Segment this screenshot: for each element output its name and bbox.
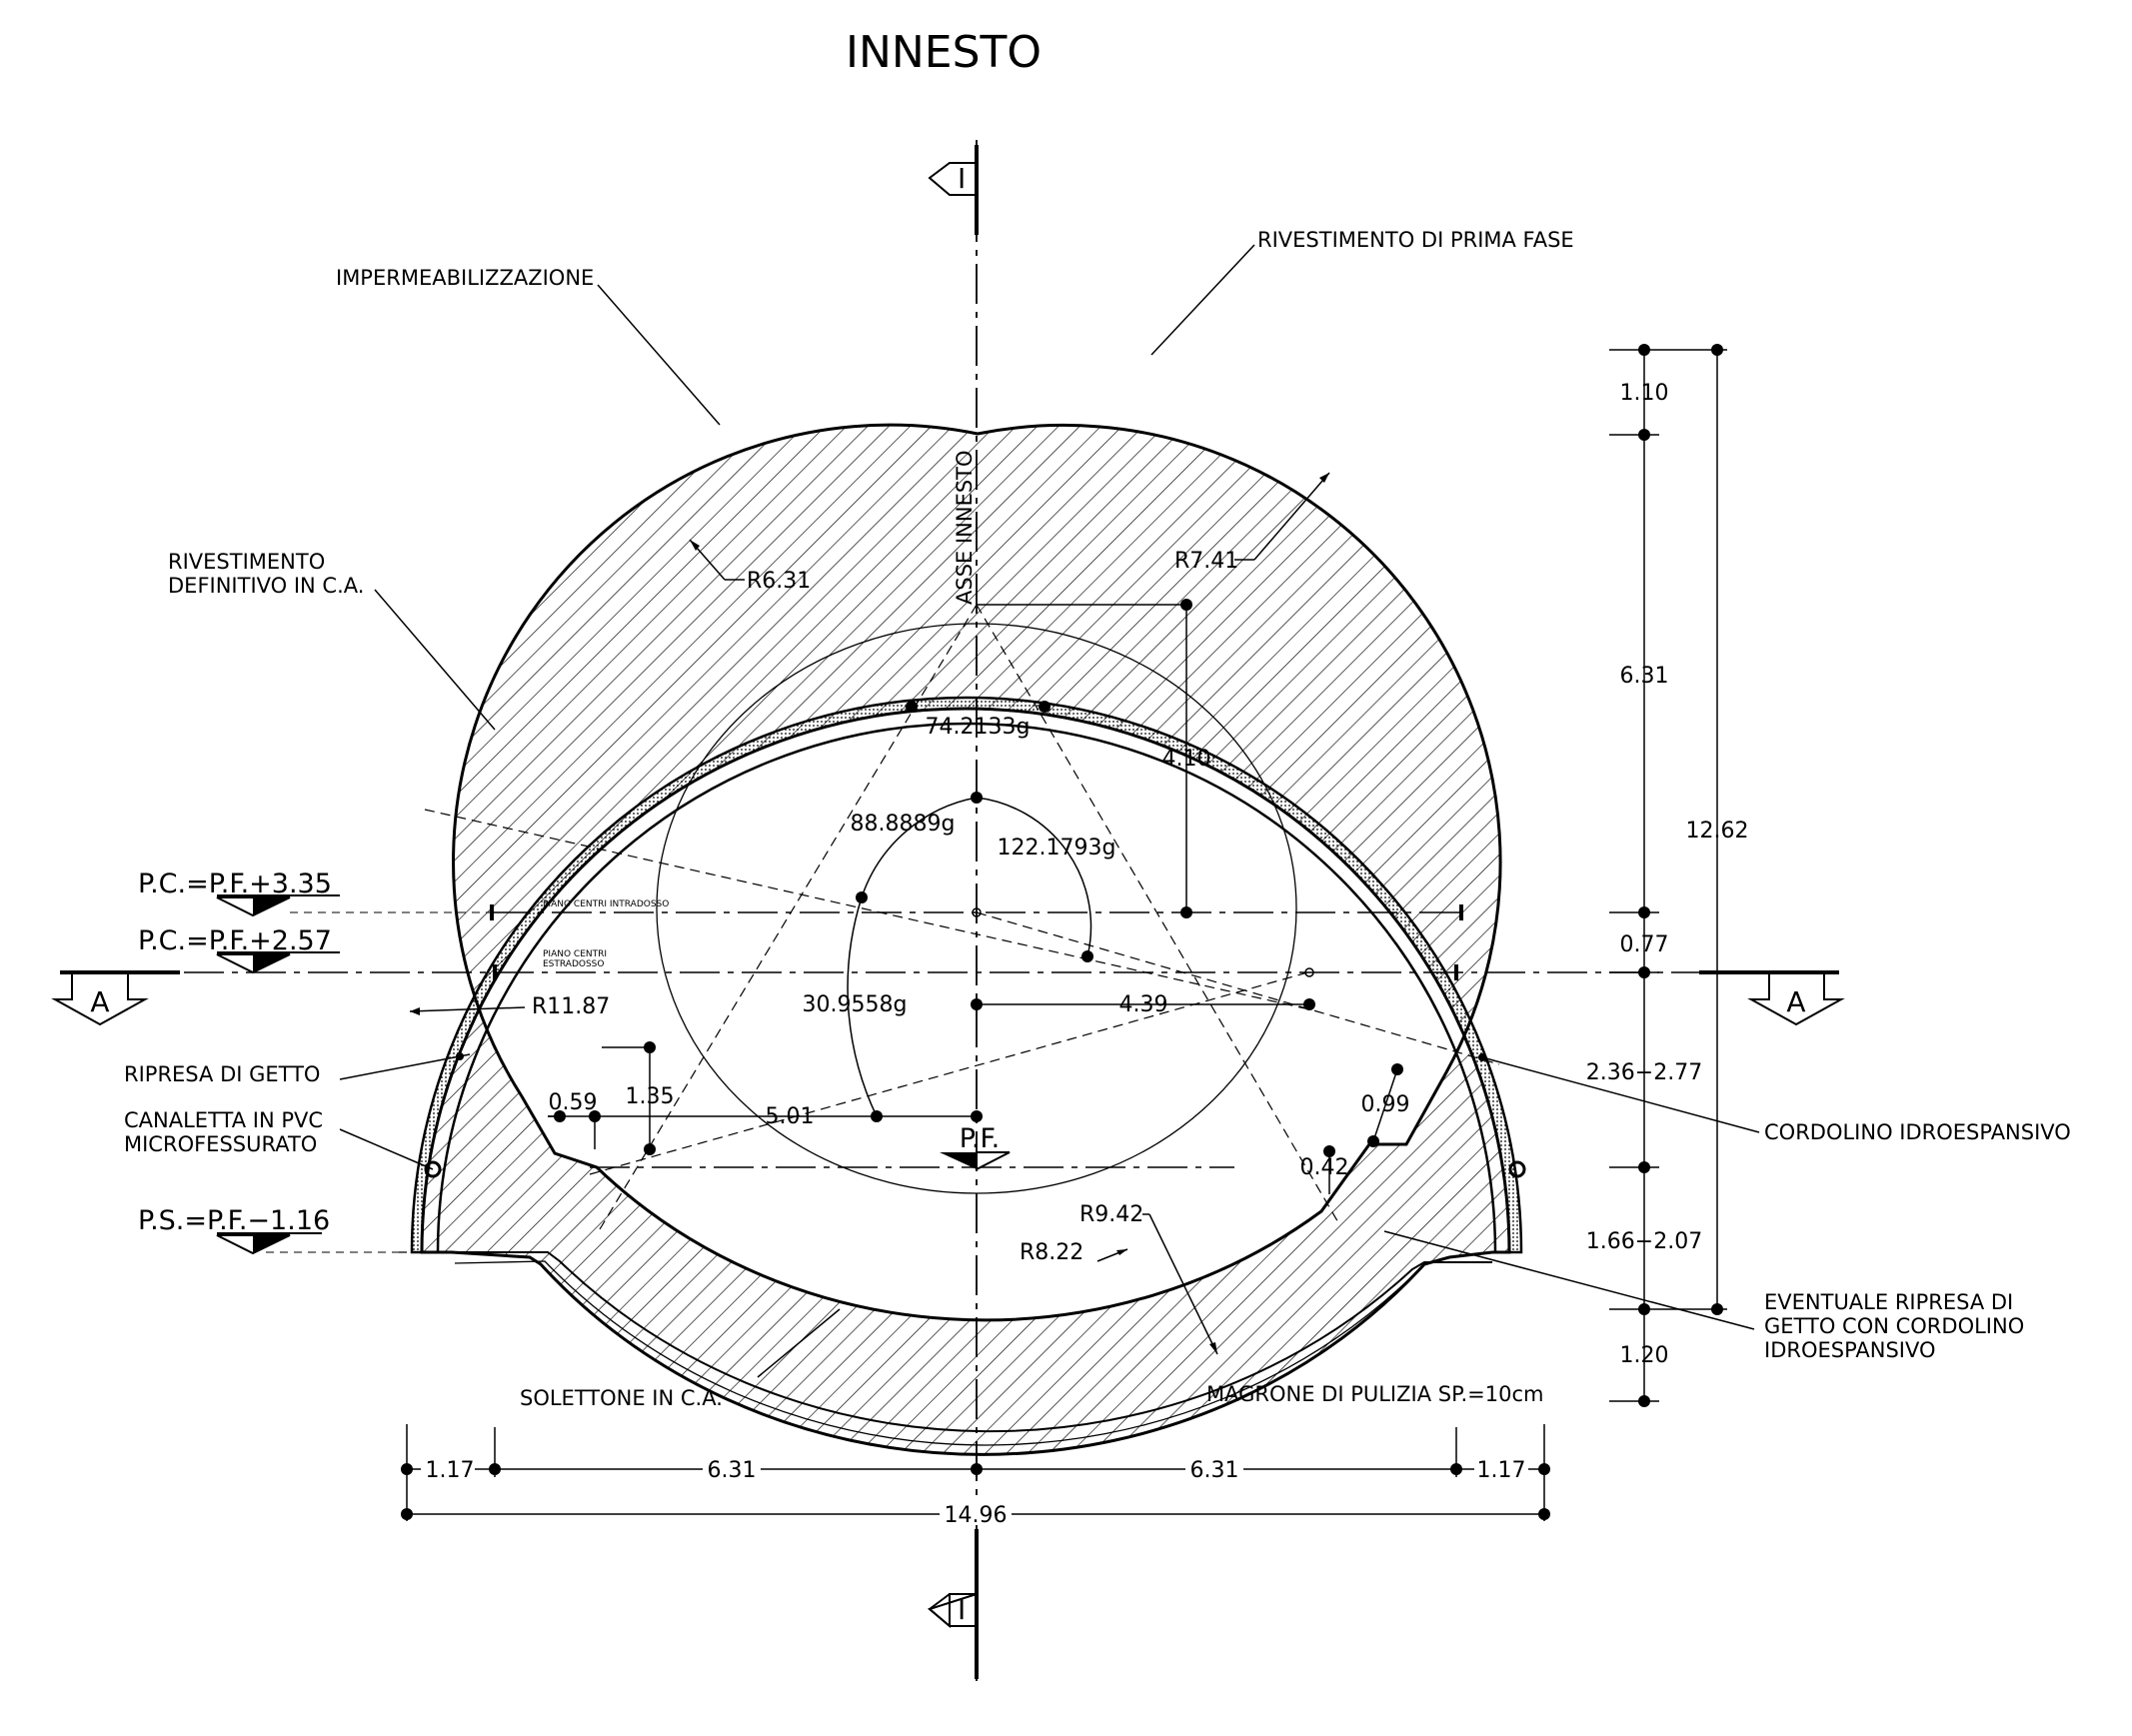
asse-innesto-label: ASSE INNESTO xyxy=(953,450,977,605)
label-piano-centri-intradosso: PIANO CENTRI INTRADOSSO xyxy=(543,899,669,909)
dim-1-35: 1.35 xyxy=(626,1084,675,1109)
label-cordolino: CORDOLINO IDROESPANSIVO xyxy=(1764,1120,2071,1144)
title: INNESTO xyxy=(846,27,1042,78)
marker-a-right: A xyxy=(1786,985,1805,1018)
section-marker-left: A xyxy=(51,974,149,1026)
dim-v-2-36: 2.36−2.77 xyxy=(1586,1060,1702,1085)
label-canaletta-1: CANALETTA IN PVC xyxy=(124,1108,323,1132)
radius-6-31: R6.31 xyxy=(747,569,811,594)
label-rivestimento-prima-fase: RIVESTIMENTO DI PRIMA FASE xyxy=(1257,228,1574,252)
pf-label: P.F. xyxy=(960,1123,1000,1154)
dim-h-1-17a: 1.17 xyxy=(426,1458,475,1483)
radius-8-22: R8.22 xyxy=(1020,1240,1083,1265)
label-eventuale-2: GETTO CON CORDOLINO xyxy=(1764,1314,2024,1338)
dim-v-6-31: 6.31 xyxy=(1620,664,1669,689)
dim-5-01: 5.01 xyxy=(766,1104,815,1129)
dim-v-1-10: 1.10 xyxy=(1620,381,1669,406)
level-pc1: P.C.=P.F.+3.35 xyxy=(138,868,332,899)
marker-a-left: A xyxy=(90,985,109,1018)
angle-88: 88.8889g xyxy=(851,812,956,837)
dim-0-59: 0.59 xyxy=(549,1090,598,1115)
level-ps: P.S.=P.F.−1.16 xyxy=(138,1205,330,1236)
radius-7-41: R7.41 xyxy=(1174,549,1238,574)
angle-122: 122.1793g xyxy=(998,836,1116,861)
level-annotations: P.C.=P.F.+3.35 P.C.=P.F.+2.57 P.S.=P.F.−… xyxy=(138,868,490,1255)
dim-4-39: 4.39 xyxy=(1119,992,1168,1017)
pf-marker: P.F. xyxy=(940,1123,1011,1171)
label-piano-centri-estradosso-2: ESTRADOSSO xyxy=(543,959,604,969)
piano-ticks xyxy=(490,904,1463,980)
section-marker-top: I xyxy=(928,145,979,235)
dim-4-10: 4.10 xyxy=(1162,747,1211,772)
section-marker-bottom: I xyxy=(927,1529,979,1679)
solettone-magrone xyxy=(452,1251,1492,1446)
marker-i-bottom: I xyxy=(958,1593,966,1626)
dim-h-1-17b: 1.17 xyxy=(1477,1458,1526,1483)
dim-v-12-62: 12.62 xyxy=(1686,819,1749,844)
dim-0-99: 0.99 xyxy=(1361,1092,1410,1117)
level-pc2: P.C.=P.F.+2.57 xyxy=(138,925,332,956)
label-rivestimento-definitivo-2: DEFINITIVO IN C.A. xyxy=(168,574,364,598)
dim-0-42: 0.42 xyxy=(1300,1155,1349,1180)
vertical-dimensions: 1.10 6.31 0.77 2.36−2.77 1.66−2.07 1.20 … xyxy=(1586,344,1749,1407)
radius-9-42: R9.42 xyxy=(1079,1202,1143,1227)
dim-h-6-31a: 6.31 xyxy=(708,1458,757,1483)
radius-11-87: R11.87 xyxy=(532,994,610,1019)
dim-v-1-66: 1.66−2.07 xyxy=(1586,1229,1702,1254)
dim-h-6-31b: 6.31 xyxy=(1190,1458,1239,1483)
rivestimento-definitivo xyxy=(420,423,1511,1456)
label-ripresa-di-getto: RIPRESA DI GETTO xyxy=(124,1062,320,1086)
label-rivestimento-definitivo-1: RIVESTIMENTO xyxy=(168,550,325,574)
marker-i-top: I xyxy=(958,162,966,195)
label-solettone: SOLETTONE IN C.A. xyxy=(520,1386,723,1410)
label-canaletta-2: MICROFESSURATO xyxy=(124,1132,317,1156)
label-eventuale-1: EVENTUALE RIPRESA DI xyxy=(1764,1290,2013,1314)
label-magrone: MAGRONE DI PULIZIA SP.=10cm xyxy=(1206,1382,1543,1406)
angle-30: 30.9558g xyxy=(803,992,908,1017)
horizontal-dimensions: 1.17 6.31 6.31 1.17 14.96 xyxy=(401,1424,1550,1528)
axes xyxy=(60,140,1839,1689)
label-piano-centri-estradosso-1: PIANO CENTRI xyxy=(543,949,607,959)
section-marker-right: A xyxy=(1747,974,1845,1026)
dim-v-0-77: 0.77 xyxy=(1620,932,1669,957)
construction-geometry xyxy=(260,604,1500,1253)
callouts: RIVESTIMENTO DI PRIMA FASE IMPERMEABILIZ… xyxy=(124,228,2071,1410)
label-eventuale-3: IDROESPANSIVO xyxy=(1764,1338,1936,1362)
label-impermeabilizzazione: IMPERMEABILIZZAZIONE xyxy=(336,266,594,290)
angle-74: 74.2133g xyxy=(926,715,1031,740)
dim-v-1-20: 1.20 xyxy=(1620,1343,1669,1368)
radius-labels: R6.31 R7.41 R11.87 R9.42 R8.22 xyxy=(409,472,1330,1355)
angle-annotations: 74.2133g 88.8889g 122.1793g 30.9558g xyxy=(803,701,1116,1117)
dim-h-14-96: 14.96 xyxy=(945,1503,1008,1528)
